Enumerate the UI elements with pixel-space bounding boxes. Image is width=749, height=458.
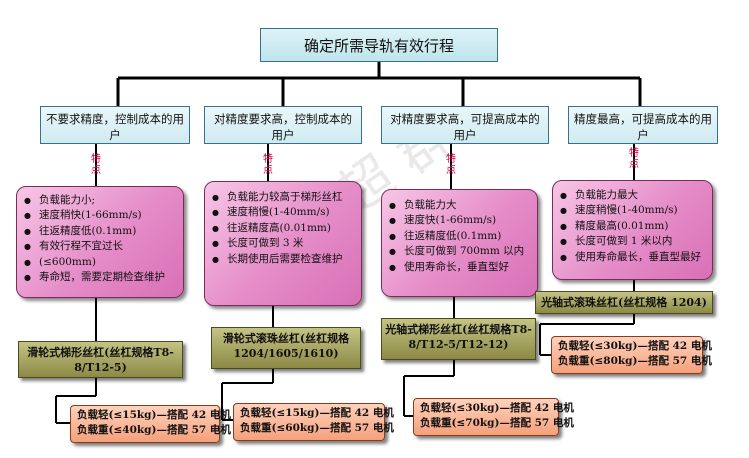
feature-item: 长度可做到 700mm 以内	[389, 244, 533, 260]
product-box-2: 光轴式梯形丝杠(丝杠规格T8-8/T12-5/T12-12)	[381, 318, 536, 360]
feature-label-2: 特点	[446, 154, 456, 176]
feature-item: 长度可做到 3 米	[212, 236, 357, 252]
feature-item: 速度稍快(1-66mm/s)	[24, 208, 179, 224]
feature-item: 负载能力最大	[560, 188, 708, 204]
product-box-1: 滑轮式滚珠丝杠(丝杠规格1204/1605/1610)	[211, 327, 361, 369]
category-box-0: 不要求精度，控制成本的用户	[40, 106, 190, 144]
motor-item: 负载轻(≤15kg)—搭配 42 电机	[240, 407, 394, 419]
motor-box-3: 负载轻(≤30kg)—搭配 42 电机 负载重(≤80kg)—搭配 57 电机	[551, 336, 712, 374]
feature-item: 长期使用后需要检查维护	[212, 252, 357, 268]
motor-item: 负载重(≤40kg)—搭配 57 电机	[77, 424, 231, 436]
motor-box-2: 负载轻(≤30kg)—搭配 42 电机 负载重(≤70kg)—搭配 57 电机	[413, 398, 574, 436]
motor-box-0: 负载轻(≤15kg)—搭配 42 电机 负载重(≤40kg)—搭配 57 电机	[70, 405, 231, 443]
feature-item: 精度最高(0.01mm)	[560, 219, 708, 235]
motor-item: 负载轻(≤15kg)—搭配 42 电机	[77, 409, 231, 421]
features-box-2: 负载能力大 速度快(1-66mm/s) 往返精度低(0.1mm) 长度可做到 7…	[381, 189, 538, 297]
feature-item: 往返精度高(0.01mm)	[212, 221, 357, 237]
feature-item: 有效行程不宜过长	[24, 239, 179, 255]
page-title: 确定所需导轨有效行程	[260, 28, 498, 62]
motor-box-1: 负载轻(≤15kg)—搭配 42 电机 负载重(≤60kg)—搭配 57 电机	[233, 403, 394, 441]
feature-label-1: 特点	[263, 154, 273, 176]
feature-item: 速度稍慢(1-40mm/s)	[212, 205, 357, 221]
feature-item: 长度可做到 1 米以内	[560, 234, 708, 250]
category-box-2: 对精度要求高，可提高成本的用户	[381, 106, 549, 144]
motor-item: 负载重(≤60kg)—搭配 57 电机	[240, 422, 394, 434]
feature-label-0: 特点	[91, 154, 101, 176]
motor-item: 负载重(≤70kg)—搭配 57 电机	[420, 417, 574, 429]
feature-item: 速度稍慢(1-40mm/s)	[560, 203, 708, 219]
motor-item: 负载轻(≤30kg)—搭配 42 电机	[420, 402, 574, 414]
feature-item: 使用寿命最长，垂直型最好	[560, 250, 708, 266]
feature-label-3: 特点	[629, 148, 639, 170]
features-box-0: 负载能力小; 速度稍快(1-66mm/s) 往返精度低(0.1mm) 有效行程不…	[16, 186, 184, 298]
feature-item: 寿命短，需要定期检查维护	[24, 270, 179, 286]
feature-item: 负载能力大	[389, 198, 533, 214]
feature-item: (≤600mm)	[24, 255, 179, 271]
feature-item: 往返精度低(0.1mm)	[389, 229, 533, 245]
feature-item: 速度快(1-66mm/s)	[389, 213, 533, 229]
product-box-0: 滑轮式梯形丝杠(丝杠规格T8-8/T12-5)	[18, 341, 183, 378]
category-box-3: 精度最高，可提高成本的用户	[568, 106, 718, 144]
motor-item: 负载轻(≤30kg)—搭配 42 电机	[558, 340, 712, 352]
features-box-3: 负载能力最大 速度稍慢(1-40mm/s) 精度最高(0.01mm) 长度可做到…	[552, 180, 713, 280]
motor-item: 负载重(≤80kg)—搭配 57 电机	[558, 355, 712, 367]
category-box-1: 对精度要求高，控制成本的用户	[204, 106, 362, 144]
product-box-3: 光轴式滚珠丝杠(丝杠规格 1204)	[535, 291, 713, 314]
feature-item: 往返精度低(0.1mm)	[24, 224, 179, 240]
features-box-1: 负载能力较高于梯形丝杠 速度稍慢(1-40mm/s) 往返精度高(0.01mm)…	[204, 181, 362, 306]
feature-item: 负载能力较高于梯形丝杠	[212, 190, 357, 206]
feature-item: 负载能力小;	[24, 193, 179, 209]
feature-item: 使用寿命长，垂直型好	[389, 260, 533, 276]
